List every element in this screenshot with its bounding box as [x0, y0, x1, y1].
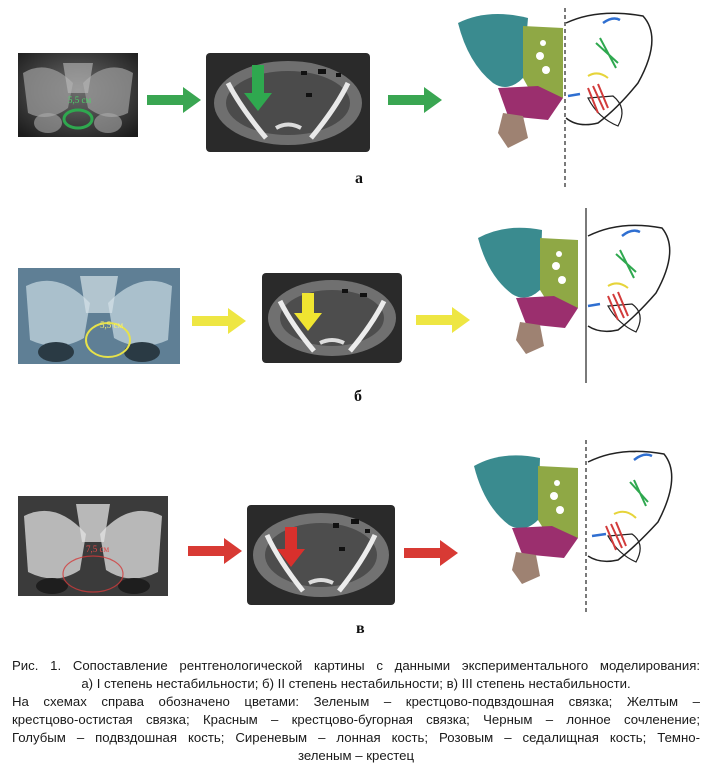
flow-arrow-c-1 [188, 538, 242, 564]
pelvis-schema-c [464, 440, 706, 615]
flow-arrow-a-2 [388, 87, 442, 113]
ct-image-a [206, 53, 370, 152]
xray-image-b: 5,5 см [18, 268, 180, 364]
caption-line-6: зеленым – крестец [297, 748, 415, 763]
pelvis-schema-a [448, 8, 698, 188]
caption-line-1: Рис. 1. Сопоставление рентгенологической… [12, 658, 700, 673]
panel-label-b: б [354, 388, 362, 405]
flow-arrow-c-2 [404, 540, 458, 566]
xray-image-a: 5,5 см [18, 53, 138, 137]
figure-caption: Рис. 1. Сопоставление рентгенологической… [12, 657, 700, 765]
xray-measurement-c: 7,5 см [86, 544, 110, 554]
caption-line-5: Голубым – подвздошная кость; Сиреневым –… [12, 730, 700, 745]
caption-line-4: крестцово-остистая связка; Красным – кре… [12, 712, 700, 727]
ct-image-b [262, 273, 402, 363]
flow-arrow-b-1 [192, 308, 246, 334]
pelvis-schema-b [470, 208, 706, 383]
flow-arrow-b-2 [416, 307, 470, 333]
ct-image-c [247, 505, 395, 605]
flow-arrow-a-1 [147, 87, 201, 113]
xray-measurement-b: 5,5 см [100, 320, 124, 330]
caption-line-2: а) I степень нестабильности; б) II степе… [81, 676, 631, 691]
caption-line-3: На схемах справа обозначено цветами: Зел… [12, 694, 700, 709]
xray-measurement-a: 5,5 см [68, 95, 92, 105]
panel-label-a: а [355, 170, 363, 187]
panel-label-c: в [356, 620, 365, 637]
xray-image-c: 7,5 см [18, 496, 168, 596]
